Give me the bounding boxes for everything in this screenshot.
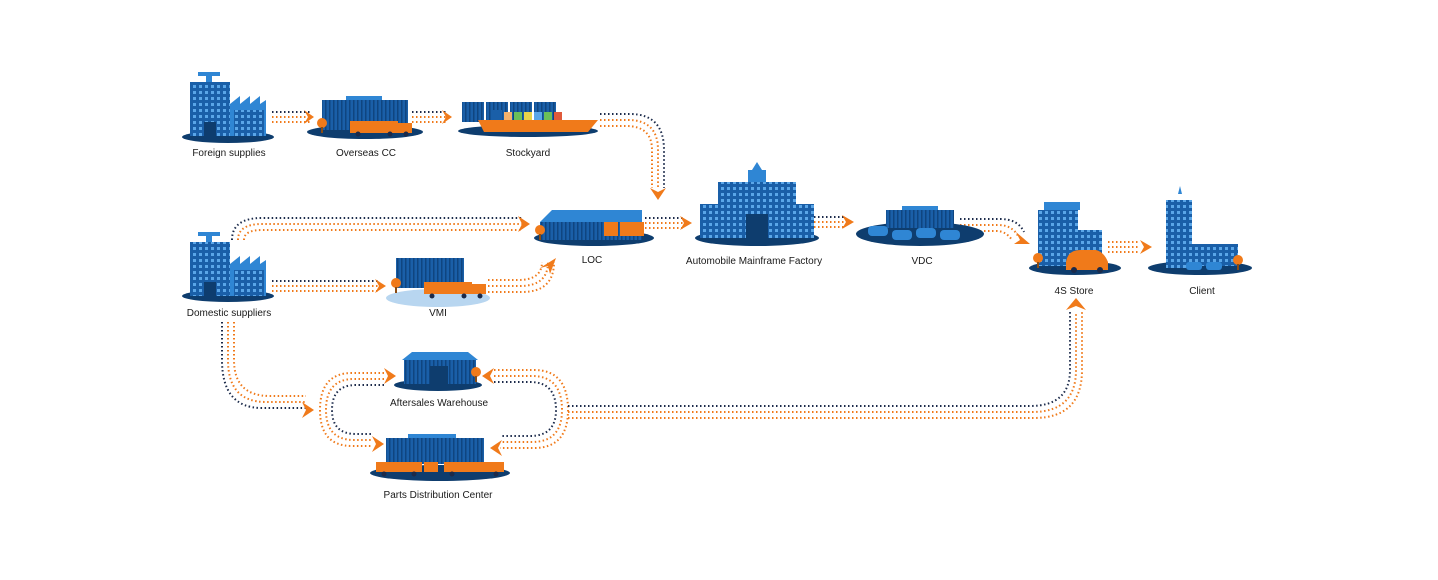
connector-factory-to-vdc xyxy=(810,215,854,229)
label-client: Client xyxy=(1189,286,1215,297)
label-foreign-supplies: Foreign supplies xyxy=(192,148,266,159)
connector-vmi-to-loc xyxy=(488,258,556,293)
connector-domestic-to-vmi xyxy=(272,279,386,293)
label-4s-store: 4S Store xyxy=(1054,286,1094,297)
label-domestic-suppliers: Domestic suppliers xyxy=(186,308,272,319)
label-factory: Automobile Mainframe Factory xyxy=(685,256,823,267)
4s-store-icon xyxy=(1029,202,1121,275)
domestic-suppliers-icon xyxy=(182,232,274,302)
connector-domestic-to-parts xyxy=(221,322,314,418)
label-parts-distribution-center: Parts Distribution Center xyxy=(383,490,493,501)
factory-icon xyxy=(695,162,819,246)
connector-foreign-to-overseas xyxy=(272,110,314,124)
loc-icon xyxy=(534,210,654,246)
label-vdc: VDC xyxy=(911,256,933,267)
client-icon xyxy=(1148,186,1252,275)
connector-aftersales-to-4s-store xyxy=(568,298,1086,419)
label-vmi: VMI xyxy=(429,308,447,319)
overseas-cc-icon xyxy=(307,96,423,139)
connector-parts-loop-right xyxy=(482,368,570,456)
connector-domestic-to-loc xyxy=(231,216,530,241)
connector-vdc-to-4s-store xyxy=(960,218,1030,244)
connector-loc-to-factory xyxy=(645,216,692,230)
stockyard-icon xyxy=(458,102,598,137)
label-stockyard: Stockyard xyxy=(505,148,551,159)
aftersales-warehouse-icon xyxy=(394,352,482,391)
parts-distribution-center-icon xyxy=(370,434,510,481)
connector-overseas-to-stockyard xyxy=(412,110,452,124)
vmi-icon xyxy=(386,258,490,307)
label-overseas-cc: Overseas CC xyxy=(335,148,397,159)
label-loc: LOC xyxy=(581,255,603,266)
label-aftersales-warehouse: Aftersales Warehouse xyxy=(389,398,489,409)
connector-4s-store-to-client xyxy=(1108,240,1152,254)
foreign-supplies-icon xyxy=(182,72,274,143)
vdc-icon xyxy=(856,206,984,246)
connector-stockyard-to-factory xyxy=(600,113,666,200)
connector-parts-loop-left xyxy=(318,368,396,452)
